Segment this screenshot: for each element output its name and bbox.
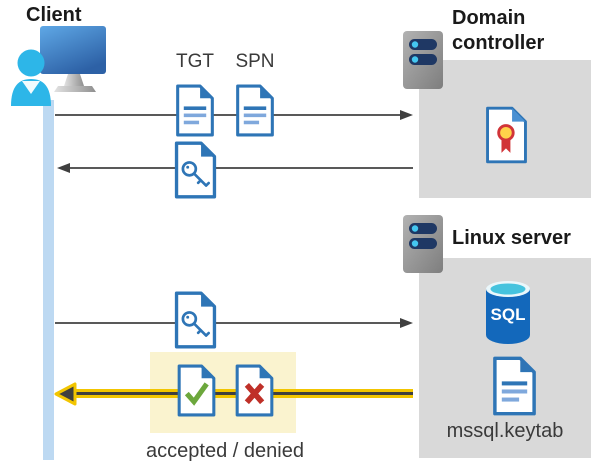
domain-controller-label: Domain controller [452,7,545,54]
result-label: accepted / denied [146,440,304,462]
accepted-ticket-icon [177,364,216,417]
key-glyph [181,161,210,187]
spn-label: SPN [235,51,275,72]
monitor-stand [64,74,84,86]
linux-server-label: Linux server [452,227,571,249]
denied-ticket-icon [235,364,274,417]
arrow-linux-to-client-yellow-head [54,382,77,406]
certificate-icon [486,106,527,164]
certificate-seal [497,124,515,142]
keytab-file-icon [493,356,536,416]
tgt-label: TGT [176,51,214,72]
arrow-dc-to-client-head [57,163,70,173]
person-head [17,49,45,77]
x-glyph [244,383,265,405]
key-glyph [181,311,210,337]
client-lifeline [43,100,54,460]
arrow-dc-to-client-line [70,167,413,169]
key-ticket-icon-linux [174,291,217,349]
key-ticket-icon-dc [174,141,217,199]
monitor-icon [40,26,106,74]
arrow-client-to-dc-line [55,114,401,116]
client-user-icon [11,26,106,106]
client-label: Client [26,4,82,26]
domain-controller-server-icon [403,31,443,89]
checkmark-glyph [184,382,209,406]
arrow-client-to-linux-line [55,322,401,324]
tgt-ticket-icon [176,84,214,137]
arrow-client-to-linux-head [400,318,413,328]
arrow-client-to-dc-head [400,110,413,120]
sql-database-icon: SQL [486,281,530,344]
keytab-filename: mssql.keytab [446,420,564,442]
linux-server-icon [403,215,443,273]
sql-badge-text: SQL [491,305,526,324]
spn-ticket-icon [236,84,274,137]
